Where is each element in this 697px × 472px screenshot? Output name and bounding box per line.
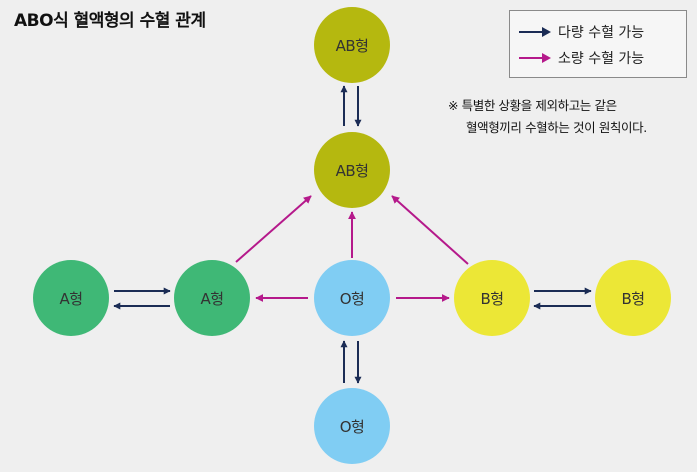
diagram-title: ABO식 혈액형의 수혈 관계 <box>14 11 206 31</box>
legend: 다량 수혈 가능 소량 수혈 가능 <box>509 10 687 78</box>
node-o-bottom-label: O형 <box>340 418 365 436</box>
legend-large-label: 다량 수혈 가능 <box>558 25 645 41</box>
node-o-mid: O형 <box>314 260 390 336</box>
magenta-arrow-icon <box>519 53 551 63</box>
node-ab-top: AB형 <box>314 7 390 83</box>
node-b-mid: B형 <box>454 260 530 336</box>
legend-small-label: 소량 수혈 가능 <box>558 51 645 67</box>
node-a-mid: A형 <box>174 260 250 336</box>
arrow-a-to-ab <box>235 195 312 263</box>
dark-arrow-icon <box>519 27 551 37</box>
node-a-left-label: A형 <box>59 290 82 308</box>
node-b-right: B형 <box>595 260 671 336</box>
node-b-mid-label: B형 <box>480 290 503 308</box>
node-a-mid-label: A형 <box>200 290 223 308</box>
legend-small: 소량 수혈 가능 <box>518 47 644 69</box>
node-b-right-label: B형 <box>621 290 644 308</box>
node-a-left: A형 <box>33 260 109 336</box>
node-ab-top-label: AB형 <box>336 37 369 55</box>
node-ab-mid-label: AB형 <box>336 162 369 180</box>
node-o-bottom: O형 <box>314 388 390 464</box>
node-o-mid-label: O형 <box>340 290 365 308</box>
legend-large: 다량 수혈 가능 <box>518 21 644 43</box>
footnote: ※ 특별한 상황을 제외하고는 같은 혈액형끼리 수혈하는 것이 원칙이다. <box>448 95 693 139</box>
footnote-line-1: ※ 특별한 상황을 제외하고는 같은 <box>448 98 617 113</box>
arrow-b-to-ab <box>391 195 469 265</box>
node-ab-mid: AB형 <box>314 132 390 208</box>
footnote-line-2: 혈액형끼리 수혈하는 것이 원칙이다. <box>466 120 647 135</box>
